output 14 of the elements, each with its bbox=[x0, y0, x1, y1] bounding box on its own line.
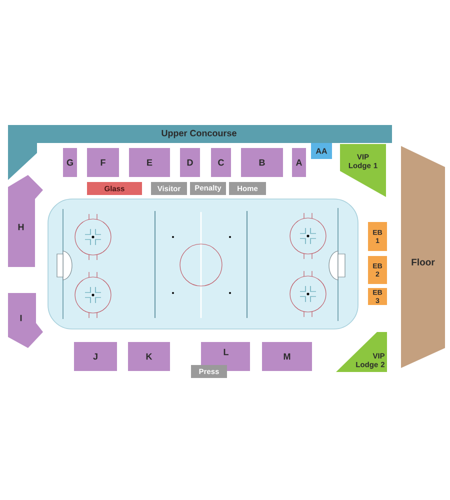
seating-section: M bbox=[262, 342, 312, 371]
seating-section: AA bbox=[311, 143, 332, 159]
seating-section: F bbox=[87, 148, 119, 177]
seating-section: B bbox=[241, 148, 283, 177]
seating-section: C bbox=[211, 148, 231, 177]
seating-section: D bbox=[180, 148, 200, 177]
floor-area: Floor bbox=[401, 146, 445, 368]
seating-section: E bbox=[129, 148, 170, 177]
seating-section: K bbox=[128, 342, 170, 371]
seating-section: G bbox=[63, 148, 77, 177]
seating-section: J bbox=[74, 342, 117, 371]
seating-section: H bbox=[8, 175, 43, 267]
seating-section: I bbox=[8, 293, 43, 348]
seating-section: A bbox=[292, 148, 306, 177]
